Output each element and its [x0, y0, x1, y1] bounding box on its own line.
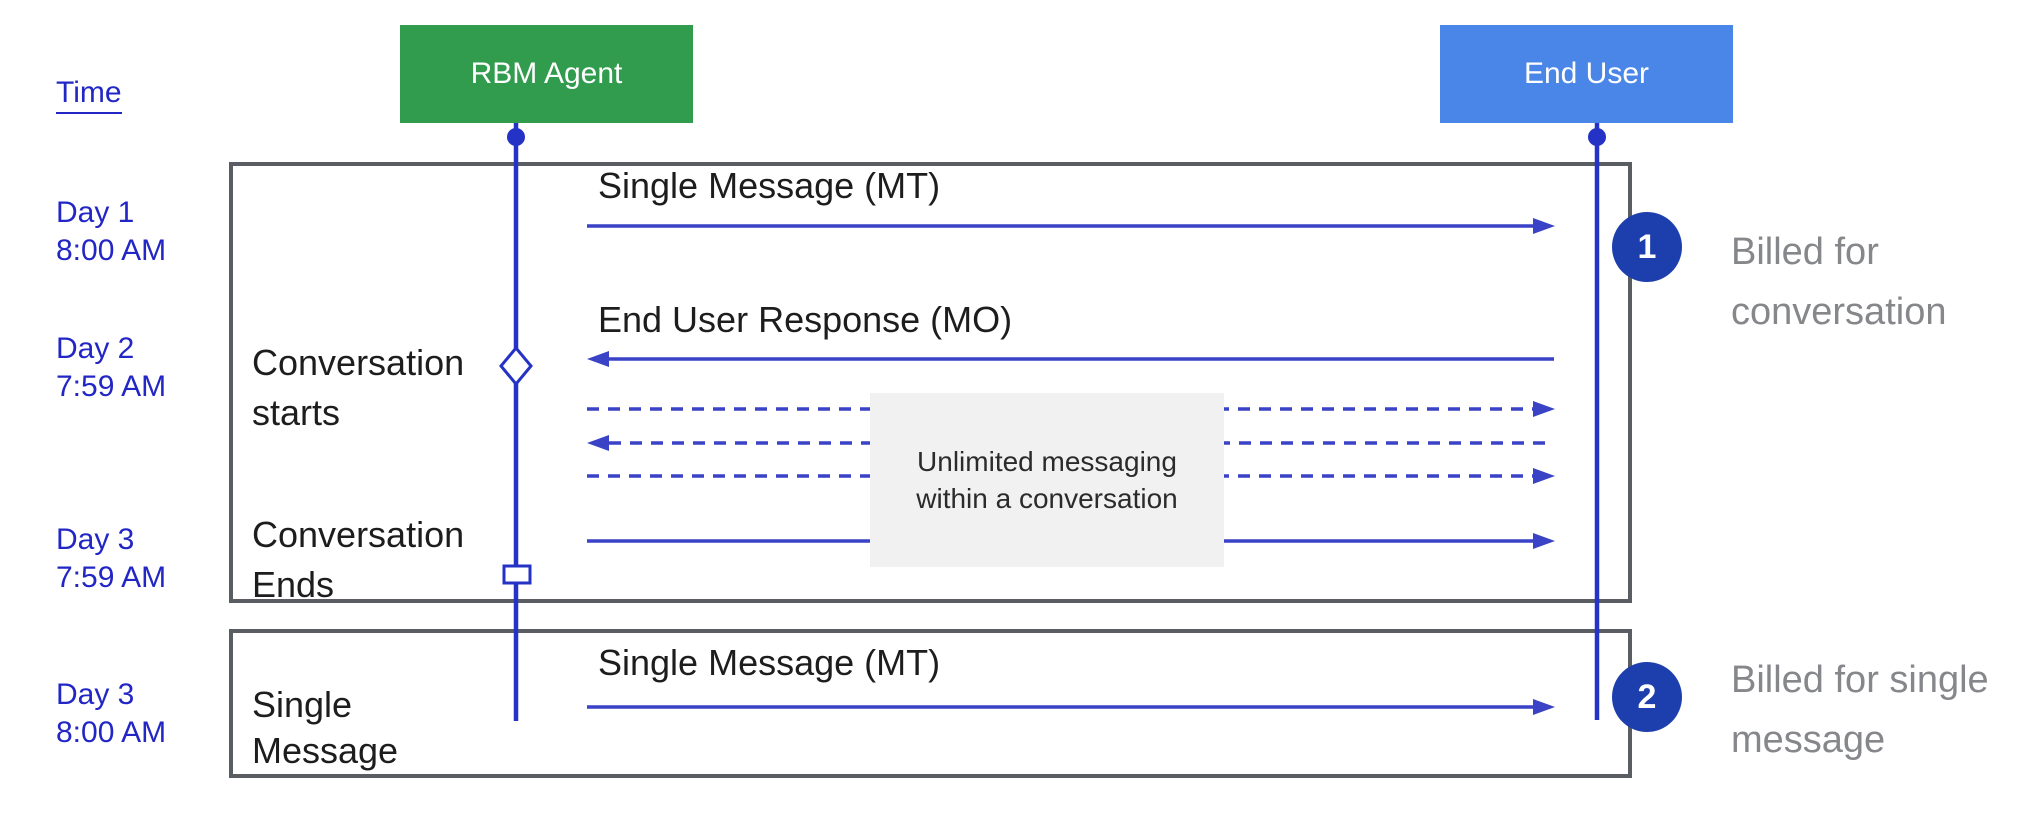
conversation-ends-label: Conversation Ends — [252, 510, 464, 610]
conversation-starts-line2: starts — [252, 392, 341, 433]
time-axis-label-text: Time — [56, 76, 122, 114]
timestamp-day2-day: Day 2 — [56, 332, 135, 365]
unlimited-note-line2: within a conversation — [916, 483, 1178, 514]
single-message-label: Single Message — [252, 682, 398, 774]
timestamp-day1: Day 1 8:00 AM — [56, 194, 166, 270]
conversation-ends-line2: Ends — [252, 564, 335, 605]
time-axis-label: Time — [56, 76, 122, 114]
end-user-label: End User — [1523, 57, 1650, 90]
mo-message-label: End User Response (MO) — [598, 299, 1013, 340]
billed-single-line1: Billed for single — [1731, 659, 1989, 701]
timestamp-day3-end: Day 3 7:59 AM — [56, 521, 166, 597]
billing-badge-2: 2 — [1612, 662, 1682, 732]
timestamp-day2-time: 7:59 AM — [56, 370, 167, 403]
end-user-lifeline-dot — [1588, 128, 1606, 146]
single-mt-message-label: Single Message (MT) — [598, 642, 941, 683]
conversation-starts-label: Conversation starts — [252, 338, 464, 438]
single-message-line2: Message — [252, 730, 399, 771]
timestamp-day3-end-time: 7:59 AM — [56, 561, 167, 594]
unlimited-note-line1: Unlimited messaging — [917, 446, 1177, 477]
timestamp-day3-single-time: 8:00 AM — [56, 716, 167, 749]
billed-for-single-message-caption: Billed for single message — [1731, 650, 1989, 770]
conversation-frame — [229, 162, 1632, 603]
mt-message-label: Single Message (MT) — [598, 165, 941, 206]
rbm-agent-label: RBM Agent — [470, 57, 623, 90]
billed-conversation-line2: conversation — [1731, 291, 1947, 333]
unlimited-messaging-note: Unlimited messaging within a conversatio… — [870, 393, 1224, 567]
rbm-agent-box: RBM Agent — [400, 25, 693, 123]
timestamp-day1-time: 8:00 AM — [56, 234, 167, 267]
conversation-ends-line1: Conversation — [252, 514, 465, 555]
timestamp-day1-day: Day 1 — [56, 196, 135, 229]
single-message-line1: Single — [252, 684, 353, 725]
timestamp-day3-single: Day 3 8:00 AM — [56, 676, 166, 752]
end-user-box: End User — [1440, 25, 1733, 123]
conversation-starts-line1: Conversation — [252, 342, 465, 383]
timestamp-day3-end-day: Day 3 — [56, 523, 135, 556]
billed-for-conversation-caption: Billed for conversation — [1731, 222, 1946, 342]
billing-badge-1: 1 — [1612, 212, 1682, 282]
billed-conversation-line1: Billed for — [1731, 231, 1879, 273]
rbm-lifeline-dot — [507, 128, 525, 146]
billed-single-line2: message — [1731, 719, 1886, 761]
timestamp-day3-single-day: Day 3 — [56, 678, 135, 711]
timestamp-day2: Day 2 7:59 AM — [56, 330, 166, 406]
